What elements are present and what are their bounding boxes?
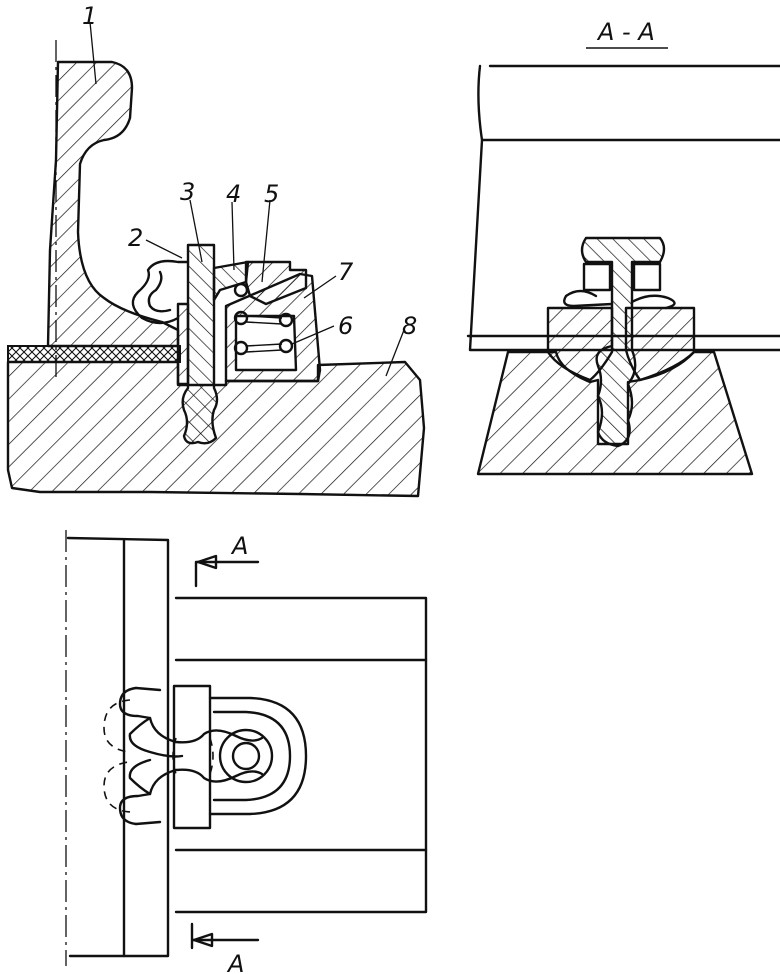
cut-marker-bottom: [190, 922, 260, 950]
cut-label-top: A: [230, 532, 248, 560]
leader-1: [89, 21, 97, 85]
spring-clip-wire-inner: [147, 270, 172, 313]
plan-clip-upper: [118, 686, 264, 744]
spring-clip-wire: [131, 259, 190, 325]
leader-5: [261, 199, 271, 283]
rail-pad: [7, 345, 181, 363]
label-7: 7: [338, 258, 354, 286]
bolt-shank: [181, 243, 219, 445]
plan-hidden-clip-lower: [103, 761, 131, 813]
label-3: 3: [180, 178, 195, 206]
bolt-bushing: [176, 302, 190, 386]
label-8: 8: [402, 312, 417, 340]
leader-3: [189, 199, 203, 263]
cut-label-bottom: A: [226, 950, 244, 974]
leader-7: [303, 275, 337, 299]
section-washer-right: [632, 262, 662, 292]
plan-housing-inner: [212, 710, 292, 802]
section-a-a-view: A - A: [466, 18, 780, 476]
label-5: 5: [264, 180, 279, 208]
label-2: 2: [128, 224, 143, 252]
label-6: 6: [338, 312, 353, 340]
leader-8: [385, 329, 405, 377]
plan-clip-lower: [118, 768, 264, 826]
cut-arrow-top: [196, 554, 218, 570]
leader-2: [145, 239, 183, 259]
plan-clip-upper-b: [128, 686, 184, 758]
label-1: 1: [82, 2, 97, 30]
leader-6: [291, 325, 335, 345]
plan-clip-lower-b: [128, 758, 162, 826]
clamp-strip: [212, 260, 250, 302]
coil-spring: [233, 282, 294, 356]
plan-housing: [208, 696, 308, 816]
cut-marker-top: [194, 560, 260, 588]
plan-spring-outer: [218, 728, 274, 784]
section-title: A - A: [596, 18, 655, 46]
section-bolt: [580, 236, 666, 448]
plan-hidden-bolt: [172, 737, 214, 775]
section-clip-left: [563, 289, 614, 308]
cut-arrow-bottom: [192, 932, 214, 948]
leader-4: [231, 201, 235, 271]
section-washer-left: [582, 262, 612, 292]
base-sleeper: [6, 360, 426, 498]
plan-sleeper: [174, 596, 428, 914]
plan-rail: [66, 536, 170, 958]
plan-spring-inner: [231, 741, 261, 771]
main-section-view: 1 2 3 4 5 7 6 8: [6, 2, 426, 498]
plan-hidden-clip-upper: [103, 699, 131, 753]
plan-view: A A: [65, 530, 428, 974]
rail-profile: [46, 60, 180, 348]
label-4: 4: [226, 180, 241, 208]
section-clip-right: [630, 294, 676, 310]
